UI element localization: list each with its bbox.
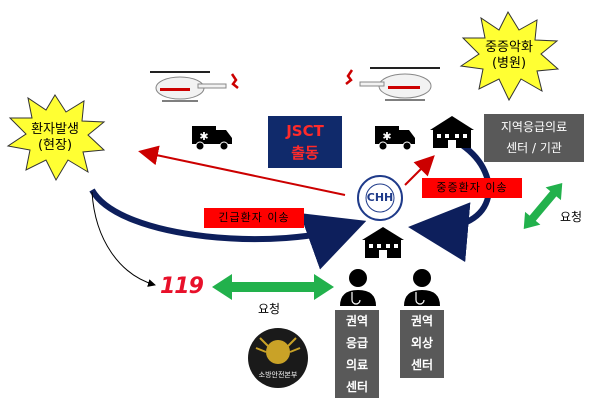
green-double-arrow-bottom bbox=[212, 274, 334, 300]
navy-arrow-scene-to-chh bbox=[89, 188, 367, 270]
scene-burst-line2: (현장) bbox=[37, 138, 73, 153]
chh-label: CHH bbox=[366, 191, 394, 204]
regional-center-line1: 지역응급의료 bbox=[500, 120, 568, 134]
fire-hq-emblem bbox=[248, 328, 308, 388]
svg-text:✱: ✱ bbox=[199, 130, 208, 143]
rec-line3: 의료 bbox=[345, 358, 369, 372]
scene-burst-label: 환자발생 (현장) bbox=[22, 122, 88, 154]
request-label-bottom: 요청 bbox=[258, 302, 281, 316]
hospital-burst-line2: (병원) bbox=[491, 56, 527, 71]
logo-119: 119 bbox=[160, 274, 204, 299]
scene-burst-line1: 환자발생 bbox=[31, 122, 79, 137]
regional-trauma-center-box: 권역 외상 센터 bbox=[400, 310, 444, 378]
scene-burst-shape bbox=[6, 94, 106, 182]
rtc-line2: 외상 bbox=[410, 336, 434, 350]
ambulance-icon-left: ✱ bbox=[192, 126, 232, 151]
helicopter-icon-right bbox=[345, 67, 440, 101]
doctor-icon-trauma bbox=[404, 269, 440, 306]
red-arrow-to-hospital bbox=[404, 155, 435, 186]
svg-text:✱: ✱ bbox=[382, 130, 391, 143]
hospital-building-icon-top bbox=[430, 116, 474, 148]
rec-line2: 응급 bbox=[345, 336, 369, 350]
jsct-box: JSCT 출동 bbox=[268, 116, 342, 168]
hospital-burst-label: 중증악화 (병원) bbox=[476, 40, 542, 72]
severe-transfer-label: 중증환자 이송 bbox=[422, 178, 522, 198]
regional-center-line2: 센터 / 기관 bbox=[506, 141, 562, 155]
ambulance-icon-right: ✱ bbox=[375, 126, 415, 151]
helicopter-icon-left bbox=[150, 71, 239, 102]
chh-logo bbox=[357, 175, 403, 221]
red-arrow-to-scene bbox=[138, 145, 346, 196]
jsct-line1: JSCT bbox=[286, 122, 324, 140]
doctor-icon-emergency bbox=[340, 269, 376, 306]
hospital-burst-line1: 중증악화 bbox=[485, 40, 533, 55]
fire-hq-label: 소방안전본부 bbox=[258, 371, 298, 379]
jsct-line2: 출동 bbox=[291, 144, 319, 162]
rtc-line1: 권역 bbox=[410, 314, 434, 328]
rtc-line3: 센터 bbox=[410, 358, 434, 372]
regional-emergency-center-box: 권역 응급 의료 센터 bbox=[335, 310, 379, 398]
regional-center-box: 지역응급의료 센터 / 기관 bbox=[484, 114, 584, 162]
hospital-burst-shape bbox=[459, 10, 560, 102]
emergency-transfer-label: 긴급환자 이송 bbox=[204, 208, 304, 228]
green-double-arrow-right bbox=[523, 183, 563, 229]
navy-arrow-hospital-to-chh bbox=[408, 142, 492, 263]
hospital-building-icon-bottom bbox=[362, 227, 404, 258]
rec-line1: 권역 bbox=[345, 314, 369, 328]
request-label-right: 요청 bbox=[560, 210, 583, 224]
rec-line4: 센터 bbox=[345, 380, 369, 394]
black-arrow-scene-to-119 bbox=[91, 191, 156, 287]
